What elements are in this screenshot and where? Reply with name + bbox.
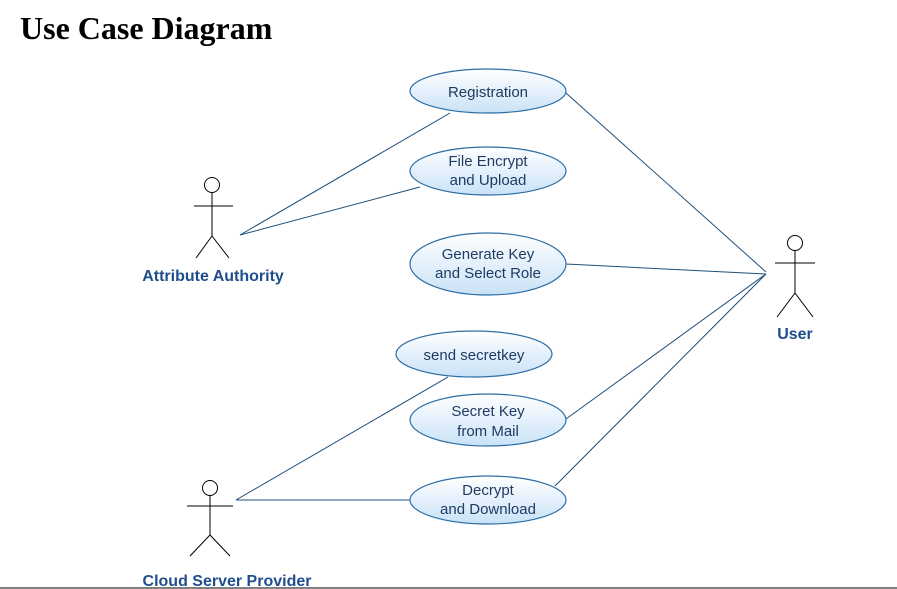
use-case-decrypt-line-1: Decrypt xyxy=(462,482,515,499)
assoc-user-decrypt xyxy=(554,273,767,487)
use-case-secret-key-from-mail: Secret Key from Mail xyxy=(409,393,567,447)
actor-cloud-server-provider-label: Cloud Server Provider xyxy=(143,573,312,589)
use-case-file-encrypt-line-2: and Upload xyxy=(450,172,527,189)
use-case-generate-key-line-2: and Select Role xyxy=(435,265,541,282)
use-case-secret-key-line-2: from Mail xyxy=(457,423,519,440)
use-case-generate-key-line-1: Generate Key xyxy=(442,246,535,263)
use-case-generate-key-select-role: Generate Key and Select Role xyxy=(409,232,567,296)
actor-cloud-server-provider-figure xyxy=(187,480,233,557)
associations xyxy=(235,92,767,501)
use-case-send-secretkey: send secretkey xyxy=(395,330,553,378)
use-case-registration-shape xyxy=(409,68,567,114)
actor-user-figure xyxy=(775,235,815,318)
use-case-file-encrypt-shape xyxy=(409,146,567,196)
use-case-registration: Registration xyxy=(409,68,567,114)
use-case-generate-key-shape xyxy=(409,232,567,296)
page-title: Use Case Diagram xyxy=(20,10,273,46)
use-case-file-encrypt-upload: File Encrypt and Upload xyxy=(409,146,567,196)
assoc-authority-file-encrypt xyxy=(239,186,421,236)
actor-attribute-authority-label: Attribute Authority xyxy=(142,268,284,285)
assoc-authority-registration xyxy=(239,112,451,236)
use-case-decrypt-shape xyxy=(409,475,567,525)
use-case-decrypt-line-2: and Download xyxy=(440,501,536,518)
use-case-registration-line-1: Registration xyxy=(448,84,528,101)
use-case-secret-key-line-1: Secret Key xyxy=(451,403,525,420)
actor-attribute-authority-figure xyxy=(194,177,233,259)
use-case-send-secretkey-shape xyxy=(395,330,553,378)
use-case-secret-key-shape xyxy=(409,393,567,447)
assoc-user-secret-key xyxy=(565,273,767,420)
actor-user-label: User xyxy=(777,326,813,343)
use-case-decrypt-download: Decrypt and Download xyxy=(409,475,567,525)
assoc-user-generate-key xyxy=(565,263,767,275)
use-case-file-encrypt-line-1: File Encrypt xyxy=(448,153,528,170)
assoc-user-registration xyxy=(565,92,767,273)
assoc-csp-send-secretkey xyxy=(235,376,449,501)
use-case-send-secretkey-line-1: send secretkey xyxy=(424,347,525,364)
